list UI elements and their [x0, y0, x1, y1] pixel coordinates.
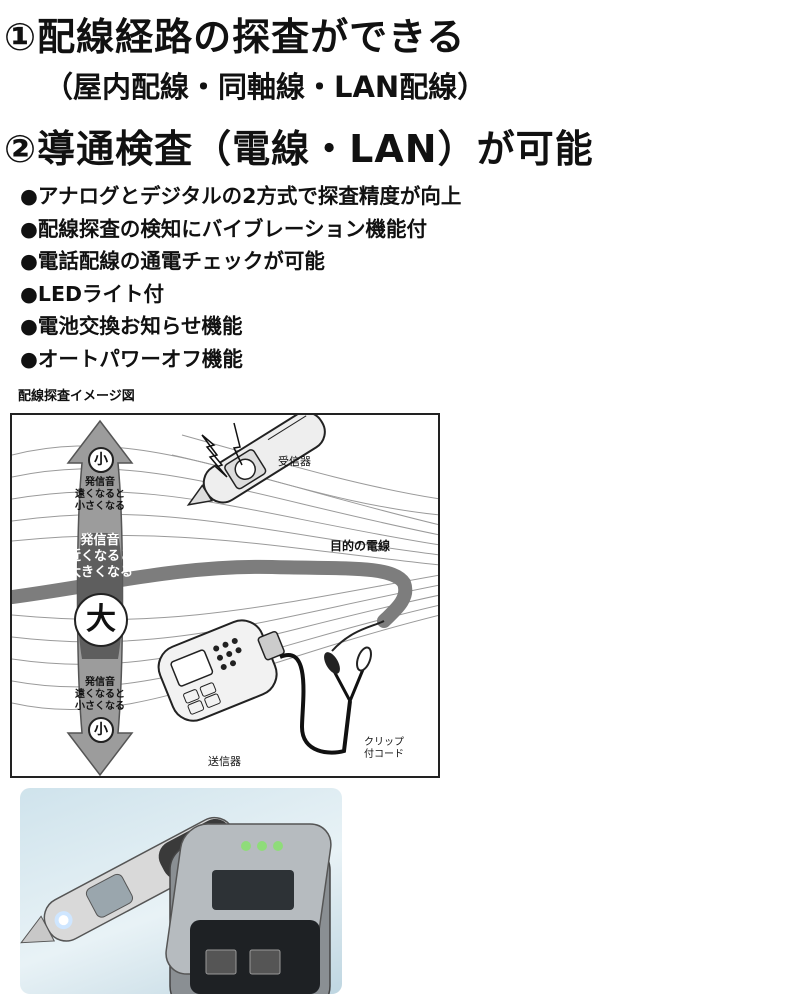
small-bottom-badge: 小: [88, 717, 114, 743]
transmitter-device: [157, 619, 285, 722]
target-wire-label: 目的の電線: [330, 539, 391, 553]
clip-cord-label-line2: 付コード: [364, 749, 404, 760]
product-photo-illustration: [20, 816, 332, 994]
clip-cord: [279, 653, 352, 755]
diagram-caption: 配線探査イメージ図: [18, 389, 135, 404]
clip-cord-label-line1: クリップ: [364, 737, 404, 748]
receiver-device: [186, 415, 326, 506]
near-line2: 近くなると: [68, 549, 134, 564]
transmitter-label: 送信器: [208, 755, 241, 768]
far-top-line2: 遠くなると: [75, 489, 125, 500]
far-top-note: 発信音 遠くなると 小さくなる: [68, 477, 132, 513]
feature-item: ●アナログとデジタルの2方式で探査精度が向上: [20, 184, 462, 208]
big-badge: 大: [74, 593, 128, 647]
feature-list: ●アナログとデジタルの2方式で探査精度が向上 ●配線探査の検知にバイブレーション…: [20, 180, 461, 376]
far-bottom-line3: 小さくなる: [75, 701, 125, 712]
wiring-diagram: 受信器 目的の電線 送信器 クリップ 付コード 小 発信音 遠くなると 小さくな…: [10, 413, 440, 778]
feature-item: ●電話配線の通電チェックが可能: [20, 249, 325, 274]
feature-item: ●オートパワーオフ機能: [20, 346, 243, 371]
far-top-line1: 発信音: [85, 477, 115, 488]
product-photo: [20, 788, 342, 994]
near-note: 発信音 近くなると 大きくなる: [68, 533, 134, 581]
far-bottom-line2: 遠くなると: [75, 689, 125, 700]
far-top-line3: 小さくなる: [75, 501, 125, 512]
feature-item: ●電池交換お知らせ機能: [20, 314, 243, 339]
feature-item: ●LEDライト付: [20, 281, 164, 306]
heading-wiring-route: ①配線経路の探査ができる: [4, 15, 466, 59]
far-bottom-line1: 発信音: [85, 677, 115, 688]
far-bottom-note: 発信音 遠くなると 小さくなる: [68, 677, 132, 713]
near-line3: 大きくなる: [68, 565, 134, 580]
near-line1: 発信音: [80, 533, 120, 548]
receiver-label: 受信器: [278, 455, 311, 468]
small-top-badge: 小: [88, 447, 114, 473]
diagram-illustration: [12, 415, 438, 776]
signal-bolt: [201, 434, 228, 478]
clip-cord-label: クリップ 付コード: [364, 737, 404, 761]
heading-wiring-types: （屋内配線・同軸線・LAN配線）: [44, 70, 487, 104]
heading-continuity: ②導通検査（電線・LAN）が可能: [4, 127, 594, 171]
feature-item: ●配線探査の検知にバイブレーション機能付: [20, 216, 427, 241]
